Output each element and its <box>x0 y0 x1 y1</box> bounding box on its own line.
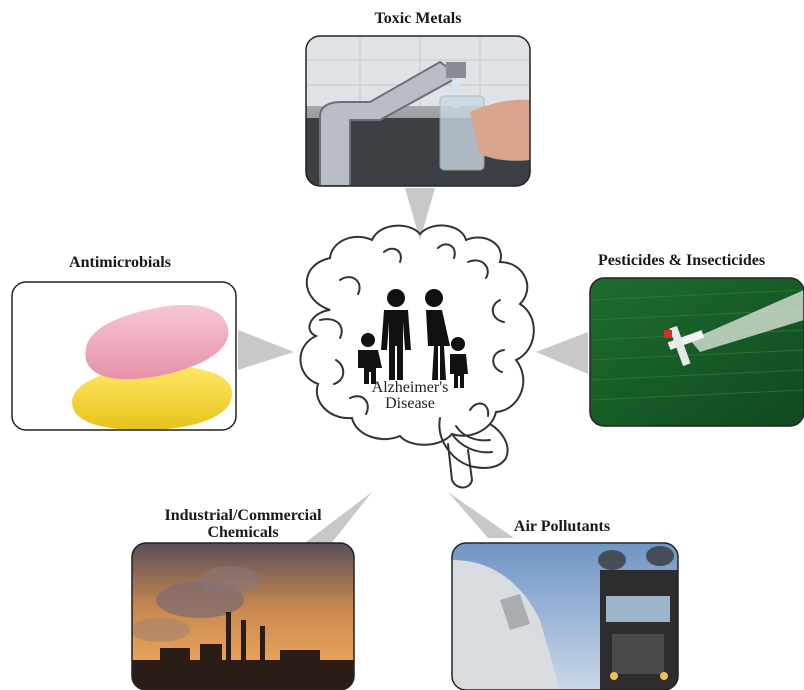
center-label-line1: Alzheimer's <box>371 379 449 396</box>
industrial-panel <box>131 542 355 690</box>
label-antimicrobials: Antimicrobials <box>69 254 171 271</box>
arrow-from-pesticides <box>536 332 588 374</box>
industrial-image <box>132 543 354 690</box>
antimicrobials-image <box>12 282 236 430</box>
toxic-metals-panel <box>305 35 531 187</box>
label-industrial-line1: Industrial/Commercial <box>164 507 322 524</box>
center-label: Alzheimer's Disease <box>350 380 470 412</box>
label-industrial-line2: Chemicals <box>207 524 279 541</box>
connector-arrows <box>238 188 588 545</box>
label-pesticides: Pesticides & Insecticides <box>598 252 766 269</box>
arrow-from-air-pollutants <box>448 492 514 538</box>
family-icon <box>358 289 468 388</box>
label-industrial: Industrial/Commercial Chemicals <box>130 507 356 541</box>
center-label-line2: Disease <box>385 395 435 412</box>
toxic-metals-image <box>306 36 530 186</box>
pesticides-panel <box>589 277 804 427</box>
arrow-from-industrial <box>302 492 372 545</box>
air-pollutants-panel <box>451 542 679 690</box>
arrow-from-toxic-metals <box>405 188 435 240</box>
brain-illustration <box>299 224 535 489</box>
label-air-pollutants: Air Pollutants <box>513 518 611 535</box>
antimicrobials-panel <box>11 281 237 431</box>
label-toxic-metals: Toxic Metals <box>374 10 462 27</box>
arrow-from-antimicrobials <box>238 330 294 370</box>
air-pollutants-image <box>452 543 678 690</box>
pesticides-image <box>590 278 804 426</box>
